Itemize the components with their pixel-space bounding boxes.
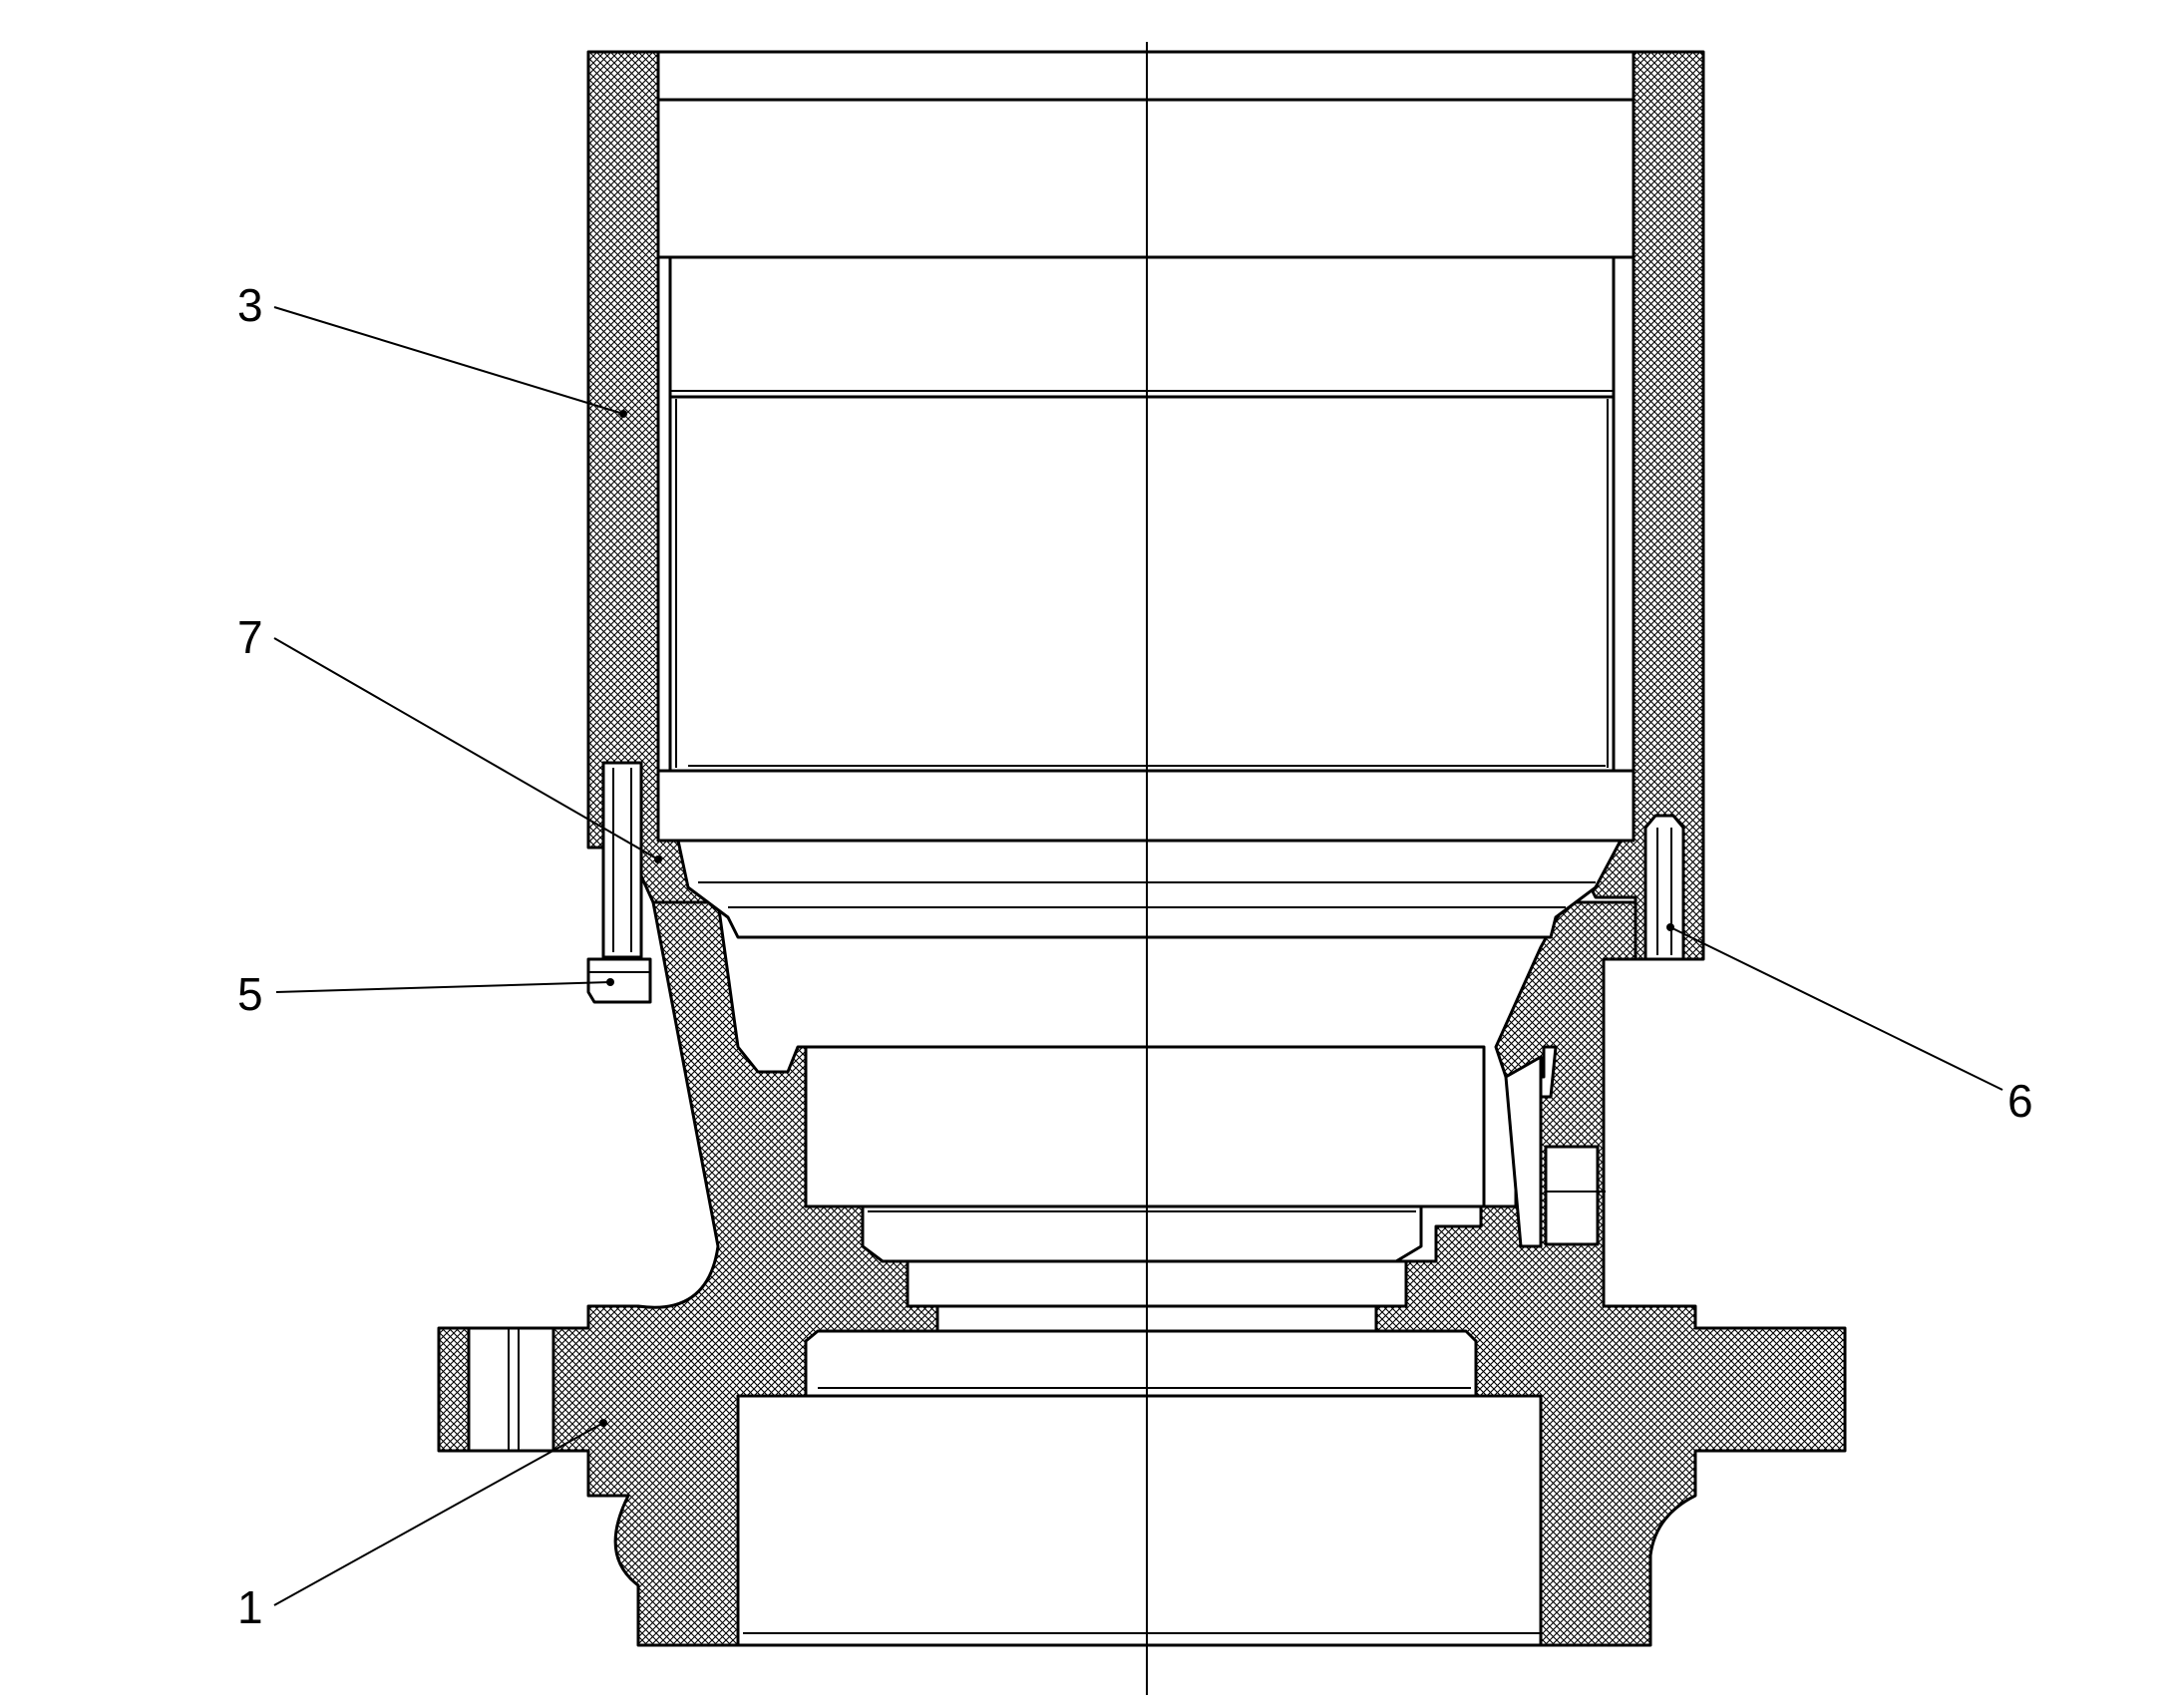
callout-5: 5 xyxy=(237,968,614,1020)
liner-main xyxy=(668,395,1616,773)
callout-label-7: 7 xyxy=(237,611,263,663)
step-3 xyxy=(935,1304,1378,1333)
step-4 xyxy=(804,1329,1478,1398)
bolt-left xyxy=(586,761,652,1004)
wedge-detail xyxy=(1504,1055,1606,1248)
liner-top xyxy=(668,255,1616,399)
bore-detail-lines xyxy=(508,99,1634,1634)
step-2 xyxy=(906,1259,1408,1308)
callout-6: 6 xyxy=(1666,923,2033,1127)
lower-bore xyxy=(736,1394,1543,1647)
callout-1: 1 xyxy=(237,1419,607,1633)
callout-label-5: 5 xyxy=(237,968,263,1020)
step-1 xyxy=(861,1204,1423,1263)
bolt-hole-flange xyxy=(467,1326,555,1453)
callout-label-3: 3 xyxy=(237,279,263,331)
cone-taper xyxy=(676,839,1623,939)
pin-right xyxy=(1643,814,1685,961)
callout-label-6: 6 xyxy=(2007,1075,2033,1127)
bearing-seat xyxy=(804,1045,1486,1208)
callout-7: 7 xyxy=(237,611,662,863)
callout-label-1: 1 xyxy=(237,1581,263,1633)
callout-3: 3 xyxy=(237,279,627,418)
